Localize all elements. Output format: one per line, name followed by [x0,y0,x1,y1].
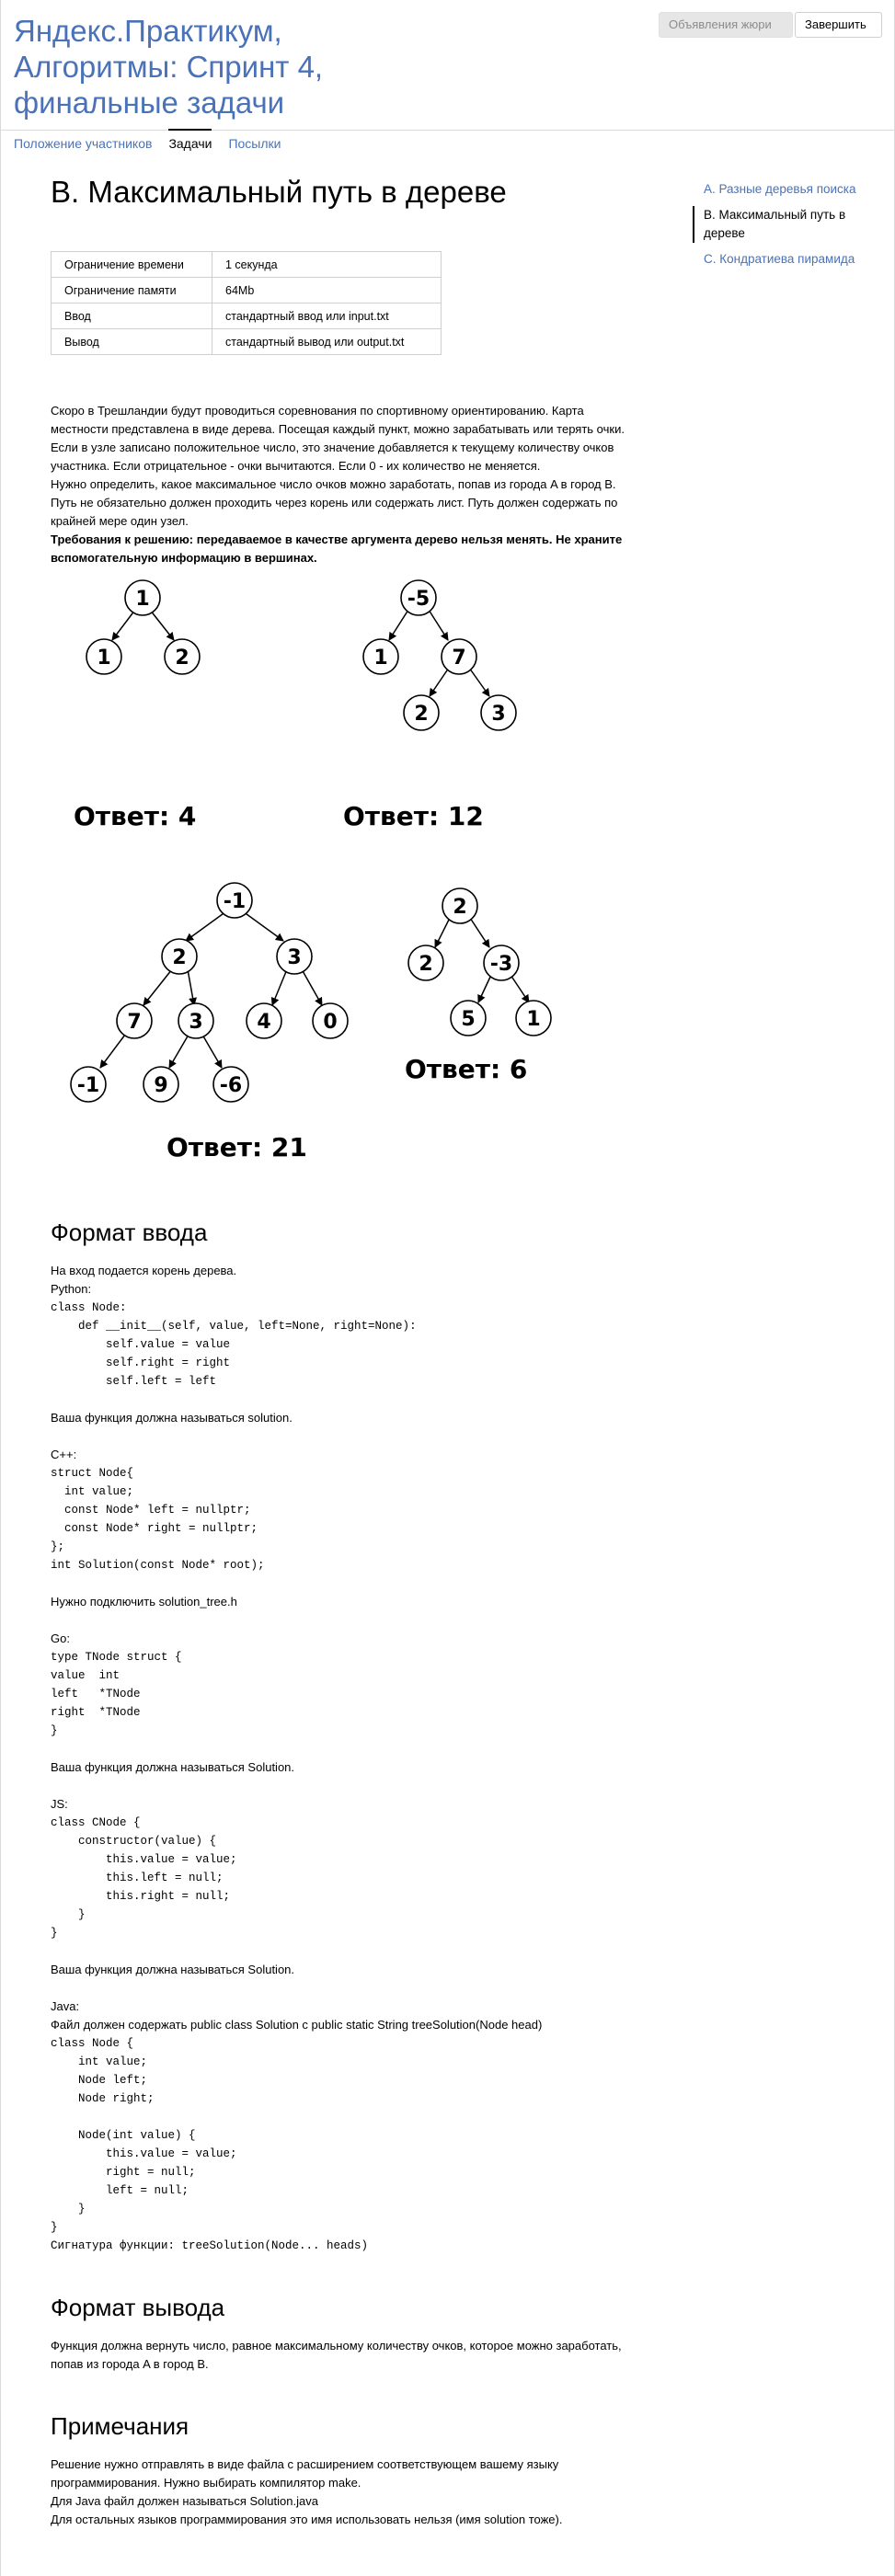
header: Яндекс.Практикум, Алгоритмы: Спринт 4, ф… [0,0,895,131]
table-row: Ограничение памяти 64Mb [51,277,442,303]
cpp-note: Нужно подключить solution_tree.h [51,1595,237,1609]
output-format-title: Формат вывода [51,2294,225,2321]
legend-paragraph: Нужно определить, какое максимальное чис… [51,477,616,491]
tree-node-label: 2 [414,703,428,726]
note-line: Для Java файл должен называться Solution… [51,2494,318,2508]
cpp-label: C++: [51,1448,77,1461]
go-code: type TNode struct { value int left *TNod… [51,1651,182,1737]
tree-node-label: -5 [407,588,430,611]
sidebar-item-problem-b[interactable]: B. Максимальный путь в дереве [693,206,877,243]
tree-answer-label: Ответ: 4 [74,801,196,831]
tree-examples-svg: 1 1 2 -5 1 7 2 3 -1 2 3 7 3 4 0 -1 9 -6 … [70,579,552,1162]
tree-node-label: -6 [220,1074,242,1097]
limit-value: стандартный ввод или input.txt [212,303,442,329]
input-intro: На вход подается корень дерева. [51,1264,237,1277]
tree-node-label: 7 [452,647,465,670]
problems-sidebar: A. Разные деревья поиска B. Максимальный… [693,180,877,276]
output-format-body: Функция должна вернуть число, равное мак… [51,2337,639,2374]
sidebar-item-problem-c[interactable]: C. Кондратиева пирамида [704,252,855,266]
input-format-body: На вход подается корень дерева. Python: … [51,1262,639,2255]
tree-node-label: -1 [77,1074,99,1097]
legend-paragraph: Путь не обязательно должен проходить чер… [51,496,618,528]
legend-paragraph: Скоро в Трешландии будут проводиться сор… [51,404,625,473]
cpp-code: struct Node{ int value; const Node* left… [51,1467,265,1572]
js-label: JS: [51,1797,68,1811]
python-note: Ваша функция должна называться solution. [51,1411,293,1425]
tree-answer-label: Ответ: 12 [343,801,484,831]
limits-table: Ограничение времени 1 секунда Ограничени… [51,251,442,355]
tree-node-label: -1 [224,890,246,913]
js-note: Ваша функция должна называться Solution. [51,1963,295,1976]
note-line: Решение нужно отправлять в виде файла с … [51,2457,559,2490]
tree-node-label: -3 [490,953,512,976]
table-row: Ограничение времени 1 секунда [51,251,442,278]
nav-tabs: Положение участников Задачи Посылки [14,129,297,156]
tree-node-label: 7 [127,1011,141,1034]
tree-node-label: 1 [526,1008,540,1031]
problem-content: B. Максимальный путь в дереве Ограничени… [51,166,639,2529]
java-note: Файл должен содержать public class Solut… [51,2018,543,2032]
python-code: class Node: def __init__(self, value, le… [51,1301,417,1388]
table-row: Ввод стандартный ввод или input.txt [51,303,442,329]
notes-title: Примечания [51,2412,189,2440]
tab-standings[interactable]: Положение участников [14,136,153,151]
limit-key: Ввод [51,303,212,329]
tree-node-label: 1 [97,647,110,670]
notes-body: Решение нужно отправлять в виде файла с … [51,2456,639,2529]
limit-key: Ограничение времени [51,251,212,278]
tree-node-label: 3 [189,1011,202,1034]
contest-title[interactable]: Яндекс.Практикум, Алгоритмы: Спринт 4, ф… [14,14,324,120]
tree-answer-label: Ответ: 6 [405,1054,527,1084]
finish-button[interactable]: Завершить [795,12,882,38]
tree-node-label: 2 [453,896,466,919]
go-label: Go: [51,1631,70,1645]
tab-submissions[interactable]: Посылки [228,136,281,151]
tree-examples-image: 1 1 2 -5 1 7 2 3 -1 2 3 7 3 4 0 -1 9 -6 … [51,570,639,1182]
java-code: class Node { int value; Node left; Node … [51,2037,369,2252]
limit-value: стандартный вывод или output.txt [212,328,442,355]
tree-node-label: 3 [491,703,505,726]
sidebar-item-problem-a[interactable]: A. Разные деревья поиска [704,182,856,196]
tree-answer-label: Ответ: 21 [166,1132,307,1162]
limit-key: Ограничение памяти [51,277,212,303]
go-note: Ваша функция должна называться Solution. [51,1760,295,1774]
java-label: Java: [51,1999,80,2013]
tree-node-label: 4 [257,1011,270,1034]
output-text: Функция должна вернуть число, равное мак… [51,2339,622,2371]
legend-requirements: Требования к решению: передаваемое в кач… [51,532,623,565]
jury-announcements-button[interactable]: Объявления жюри [659,12,793,38]
tree-node-label: 1 [135,588,149,611]
tree-node-label: 1 [373,647,387,670]
tree-node-label: 2 [419,953,432,976]
tree-node-label: 5 [461,1008,475,1031]
tree-node-label: 0 [323,1011,337,1034]
tab-problems[interactable]: Задачи [168,129,212,156]
input-format-title: Формат ввода [51,1219,208,1246]
note-line: Для остальных языков программирования эт… [51,2513,563,2526]
python-label: Python: [51,1282,92,1296]
limit-value: 1 секунда [212,251,442,278]
tree-node-label: 2 [172,946,186,969]
tree-node-label: 3 [287,946,301,969]
tree-node-label: 2 [175,647,189,670]
js-code: class CNode { constructor(value) { this.… [51,1816,237,1940]
limit-key: Вывод [51,328,212,355]
limit-value: 64Mb [212,277,442,303]
tree-node-label: 9 [154,1074,167,1097]
table-row: Вывод стандартный вывод или output.txt [51,328,442,355]
problem-legend: Скоро в Трешландии будут проводиться сор… [51,402,639,567]
problem-title: B. Максимальный путь в дереве [51,175,507,209]
